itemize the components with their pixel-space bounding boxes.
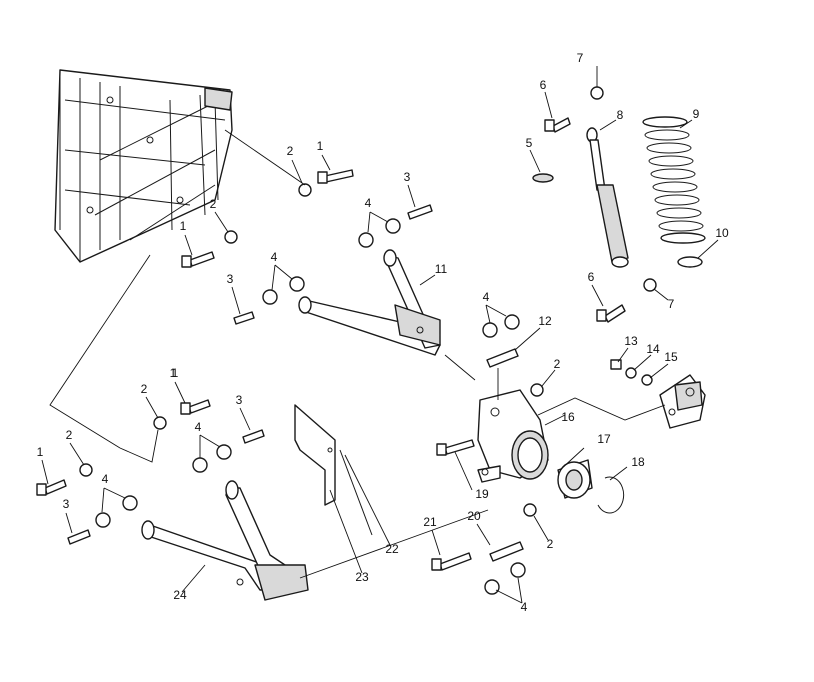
callout-c2a: 2 bbox=[287, 144, 294, 158]
callout-c2b: 2 bbox=[210, 197, 217, 211]
callout-c3b: 3 bbox=[227, 272, 234, 286]
brake-caliper bbox=[659, 374, 706, 429]
callout-c13: 13 bbox=[624, 334, 638, 348]
callout-c10: 10 bbox=[715, 226, 729, 240]
leader-lines bbox=[41, 66, 719, 604]
callout-c19: 19 bbox=[475, 487, 489, 501]
callout-c4b: 4 bbox=[271, 250, 278, 264]
callout-c24: 24 bbox=[173, 588, 187, 602]
callout-c22: 22 bbox=[385, 542, 399, 556]
callout-c15: 15 bbox=[664, 350, 678, 364]
callout-c8: 8 bbox=[617, 108, 624, 122]
guard-plate bbox=[294, 404, 336, 506]
callout-c14: 14 bbox=[646, 342, 660, 356]
callout-c1a: 1 bbox=[317, 139, 324, 153]
callout-c4d: 4 bbox=[102, 472, 109, 486]
callout-c6a: 6 bbox=[540, 78, 547, 92]
callout-c1e: 1 bbox=[170, 366, 177, 380]
callout-c4c: 4 bbox=[483, 290, 490, 304]
callout-c2d: 2 bbox=[66, 428, 73, 442]
callout-c4a: 4 bbox=[365, 196, 372, 210]
callout-c3c: 3 bbox=[63, 497, 70, 511]
frame-section bbox=[54, 69, 233, 263]
callout-c11: 11 bbox=[435, 262, 448, 276]
callout-c3d: 3 bbox=[236, 393, 243, 407]
callout-c16: 16 bbox=[561, 410, 575, 424]
wheel-bearing bbox=[557, 459, 593, 499]
callout-c1b: 1 bbox=[180, 219, 187, 233]
callout-c23: 23 bbox=[355, 570, 369, 584]
callout-c7a: 7 bbox=[577, 51, 584, 65]
callout-c4f: 4 bbox=[521, 600, 528, 614]
callout-c12: 12 bbox=[538, 314, 552, 328]
callout-c21: 21 bbox=[423, 515, 437, 529]
callout-c2f: 2 bbox=[547, 537, 554, 551]
callout-c3a: 3 bbox=[404, 170, 411, 184]
callout-c1d: 1 bbox=[37, 445, 44, 459]
upper-a-arm bbox=[298, 249, 441, 356]
callout-c1c: 1 bbox=[172, 366, 179, 380]
snap-ring bbox=[597, 476, 625, 514]
callout-c9: 9 bbox=[693, 107, 700, 121]
callout-c6b: 6 bbox=[588, 270, 595, 284]
bearing-carrier bbox=[477, 389, 549, 483]
callout-c7b: 7 bbox=[668, 297, 675, 311]
callout-c4e: 4 bbox=[195, 420, 202, 434]
shock-absorber bbox=[586, 127, 629, 268]
hardware bbox=[36, 86, 703, 595]
callout-labels: 1 2 1 3 4 2 1 3 4 11 4 12 7 6 8 5 9 10 6… bbox=[37, 51, 729, 614]
callout-c2e: 2 bbox=[141, 382, 148, 396]
callout-c18: 18 bbox=[631, 455, 645, 469]
lower-a-arm bbox=[141, 480, 309, 601]
callout-c2c: 2 bbox=[554, 357, 561, 371]
callout-c17: 17 bbox=[597, 432, 611, 446]
coil-spring bbox=[642, 116, 706, 244]
callout-c20: 20 bbox=[467, 509, 481, 523]
callout-c5: 5 bbox=[526, 136, 533, 150]
